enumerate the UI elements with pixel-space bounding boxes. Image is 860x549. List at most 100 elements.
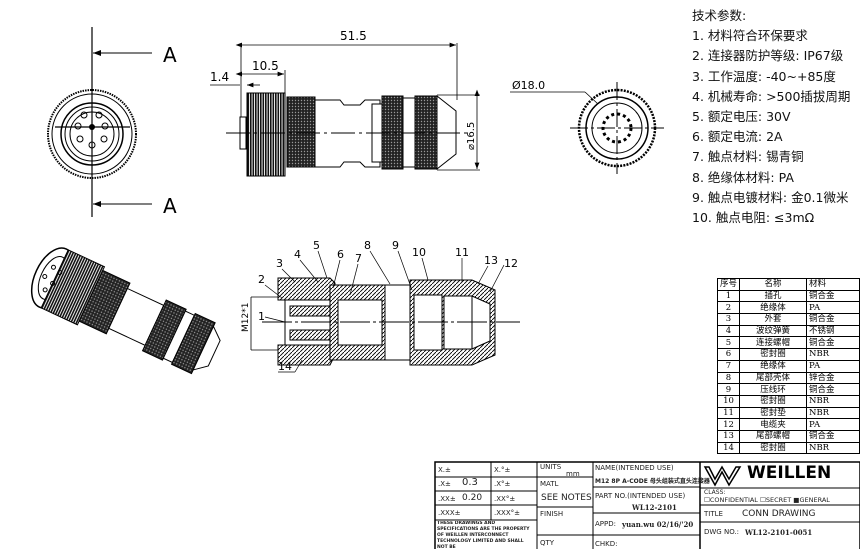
units-value: mm [566, 470, 580, 478]
header-name: 名称 [739, 278, 807, 291]
tech-param-item: 4. 机械寿命: >500插拔周期 [692, 88, 851, 104]
cell-material: NBR [806, 441, 860, 455]
balloon-6: 6 [337, 248, 344, 261]
tech-param-item: 2. 连接器防护等级: IP67级 [692, 48, 844, 64]
cell-no: 2 [717, 301, 740, 315]
cell-no: 6 [717, 348, 740, 361]
tech-param-item: 5. 额定电压: 30V [692, 109, 791, 125]
balloon-12: 12 [504, 257, 518, 270]
tech-param-item: 8. 绝缘体材料: PA [692, 169, 794, 185]
tol-x-ang: X.°± [494, 466, 511, 474]
section-label-top: A [163, 43, 177, 67]
appd-value: yuan.wu 02/16/'20 [622, 520, 694, 529]
cell-name: 绝缘体 [739, 359, 807, 373]
balloon-11: 11 [455, 246, 469, 259]
table-header-row: 序号 名称 材料 [717, 278, 860, 291]
balloon-10: 10 [412, 246, 426, 259]
cell-no: 11 [717, 406, 740, 420]
tech-param-item: 10. 触点电阻: ≤3mΩ [692, 210, 815, 226]
tol-x2-ang: .XX°± [494, 495, 516, 503]
cell-name: 密封圈 [739, 441, 807, 455]
cell-name: 尾部壳体 [739, 371, 807, 385]
cell-material: PA [806, 359, 860, 373]
part-no-value: WL12-2101 [632, 503, 677, 512]
tol-x3: .XXX± [438, 509, 461, 517]
appd-label: APPD: [595, 520, 616, 528]
cell-material: PA [806, 418, 860, 431]
cell-no: 9 [717, 383, 740, 396]
isometric-view [30, 247, 221, 375]
cell-material: 不锈钢 [806, 324, 860, 338]
cell-material: NBR [806, 406, 860, 420]
title-label: TITLE [704, 510, 723, 518]
header-no: 序号 [717, 278, 740, 291]
balloon-1: 1 [258, 310, 265, 323]
cell-no: 1 [717, 289, 740, 303]
cell-name: 密封垫 [739, 406, 807, 420]
property-notice: THESE DRAWINGS AND SPECIFICATIONS ARE TH… [437, 521, 530, 549]
cell-name: 密封圈 [739, 348, 807, 361]
cell-no: 8 [717, 371, 740, 385]
cell-no: 3 [717, 313, 740, 326]
chkd-label: CHKD: [595, 540, 618, 548]
tech-param-item: 1. 材料符合环保要求 [692, 28, 808, 44]
cell-name: 连接螺帽 [739, 336, 807, 350]
dim-thread: M12*1 [241, 303, 251, 332]
finish-label: FINISH [540, 510, 564, 518]
tech-param-item: 3. 工作温度: -40~+85度 [692, 68, 836, 84]
weillen-logo [703, 465, 742, 487]
cell-no: 4 [717, 324, 740, 338]
cell-material: NBR [806, 394, 860, 408]
front-view: A A [47, 27, 177, 218]
tol-x3-ang: .XXX°± [494, 509, 520, 517]
checkbox-checked-icon[interactable]: ■ [793, 496, 800, 504]
part-balloons: 1 2 3 4 5 6 7 8 9 10 11 12 13 14 [258, 239, 518, 373]
qty-label: QTY [540, 539, 555, 547]
class-confidential: CONFIDENTIAL [709, 496, 758, 504]
cell-no: 7 [717, 359, 740, 373]
cell-name: 插孔 [739, 289, 807, 303]
tol-x2: .XX± [438, 495, 456, 503]
cell-material: 铜合金 [806, 383, 860, 396]
part-no-label: PART NO.(INTENDED USE) [595, 492, 686, 500]
class-options: ☐CONFIDENTIAL ☐SECRET ■GENERAL [704, 496, 830, 504]
title-block-grid [434, 461, 860, 549]
cell-no: 14 [717, 441, 740, 455]
name-value: M12 8P A-CODE 母头组装式直头连接器 [595, 478, 710, 485]
cell-no: 13 [717, 429, 740, 443]
balloon-14: 14 [278, 360, 292, 373]
tech-param-item: 9. 触点电镀材料: 金0.1微米 [692, 189, 849, 205]
dim-overall-length: 51.5 [340, 29, 367, 43]
balloon-8: 8 [364, 239, 371, 252]
matl-label: MATL [540, 480, 559, 488]
cell-material: 铜合金 [806, 429, 860, 443]
units-label: UNITS [540, 463, 562, 471]
class-secret: SECRET [765, 496, 792, 504]
rear-view: Ø18.0 [510, 79, 664, 174]
dwg-no-value: WL12-2101-0051 [745, 528, 813, 537]
dim-offset: 1.4 [210, 70, 229, 84]
dwg-no-label: DWG NO.: [704, 528, 740, 536]
checkbox-icon[interactable]: ☐ [760, 496, 766, 504]
matl-value: SEE NOTES [541, 493, 592, 503]
balloon-4: 4 [294, 248, 301, 261]
class-label: CLASS: [704, 489, 726, 496]
side-view: 51.5 10.5 1.4 ⌀16.5 [210, 29, 480, 177]
tech-param-item: 7. 触点材料: 锡青铜 [692, 149, 804, 165]
checkbox-icon[interactable]: ☐ [704, 496, 710, 504]
dim-body-diameter: ⌀16.5 [466, 122, 477, 150]
balloon-3: 3 [276, 257, 283, 270]
header-material: 材料 [806, 278, 860, 291]
tech-params-title: 技术参数: [692, 8, 747, 23]
tol-x1-ang: .X°± [494, 480, 511, 488]
